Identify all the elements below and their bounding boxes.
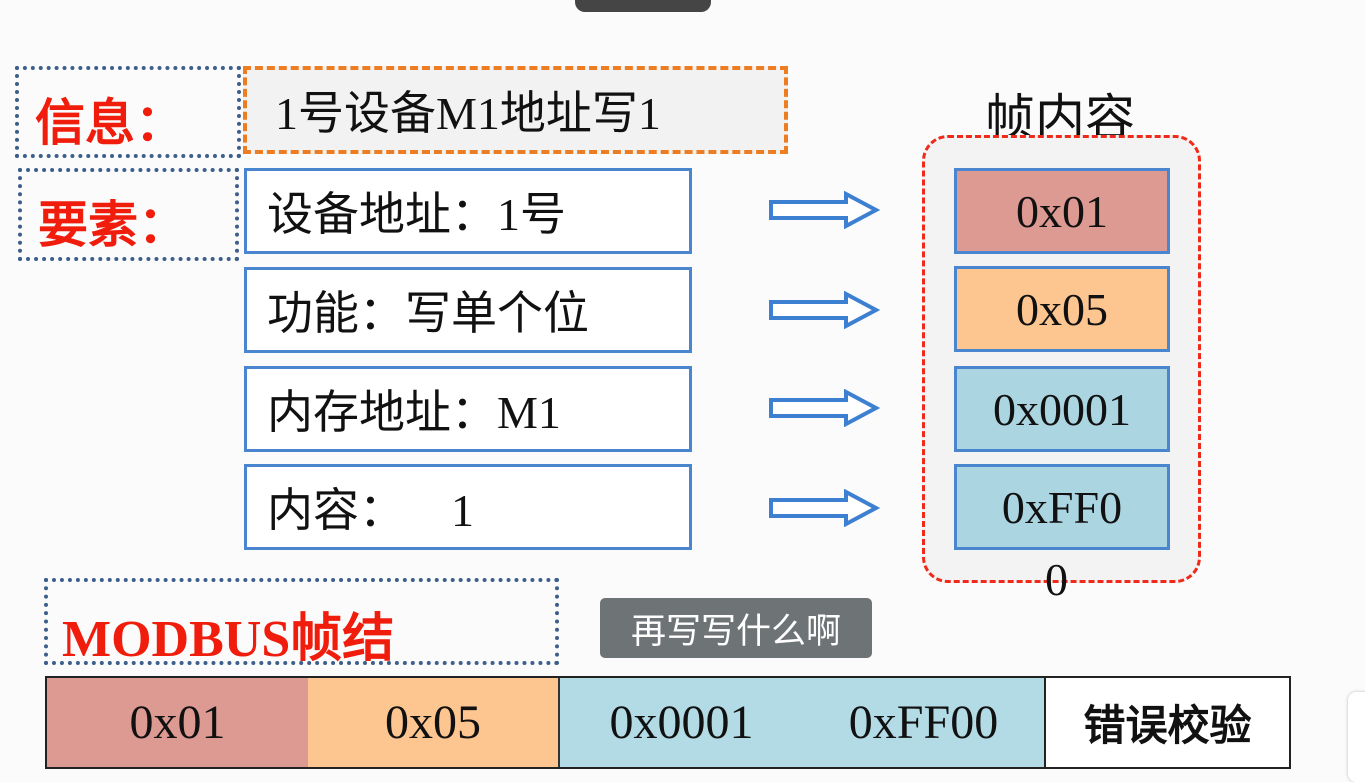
bar-cell-checksum: 错误校验: [1046, 678, 1289, 767]
frame-device-address: 0x01: [954, 168, 1170, 254]
side-panel-handle[interactable]: [1348, 692, 1365, 782]
video-subtitle: 再写写什么啊: [600, 598, 872, 658]
element-memory-address: 内存地址：M1: [244, 366, 692, 452]
modbus-label-box: [44, 578, 559, 665]
elements-label-box: [18, 168, 239, 261]
arrow-right-icon: [769, 291, 880, 329]
modbus-label: MODBUS帧结: [62, 611, 395, 668]
modbus-frame-bar: 0x01 0x05 0x0001 0xFF00 错误校验: [45, 676, 1291, 769]
elements-label: 要素：: [38, 197, 188, 253]
bar-cell-memory: 0x0001: [560, 678, 803, 767]
arrow-right-icon: [769, 389, 880, 427]
frame-content-value: 0xFF0: [954, 464, 1170, 550]
element-device-address: 设备地址：1号: [244, 168, 692, 254]
element-function: 功能：写单个位: [244, 267, 692, 353]
info-value: 1号设备M1地址写1: [243, 66, 788, 154]
frame-content-overflow: 0: [1045, 554, 1068, 605]
video-control-bar[interactable]: [575, 0, 711, 12]
arrow-right-icon: [769, 489, 880, 527]
bar-cell-function: 0x05: [308, 678, 560, 767]
info-label-box: [15, 66, 241, 158]
arrow-right-icon: [769, 191, 880, 229]
frame-memory-address: 0x0001: [954, 366, 1170, 452]
info-label: 信息：: [35, 95, 185, 151]
element-content: 内容： 1: [244, 464, 692, 550]
bar-cell-address: 0x01: [47, 678, 308, 767]
frame-function-code: 0x05: [954, 266, 1170, 352]
bar-cell-content: 0xFF00: [803, 678, 1046, 767]
